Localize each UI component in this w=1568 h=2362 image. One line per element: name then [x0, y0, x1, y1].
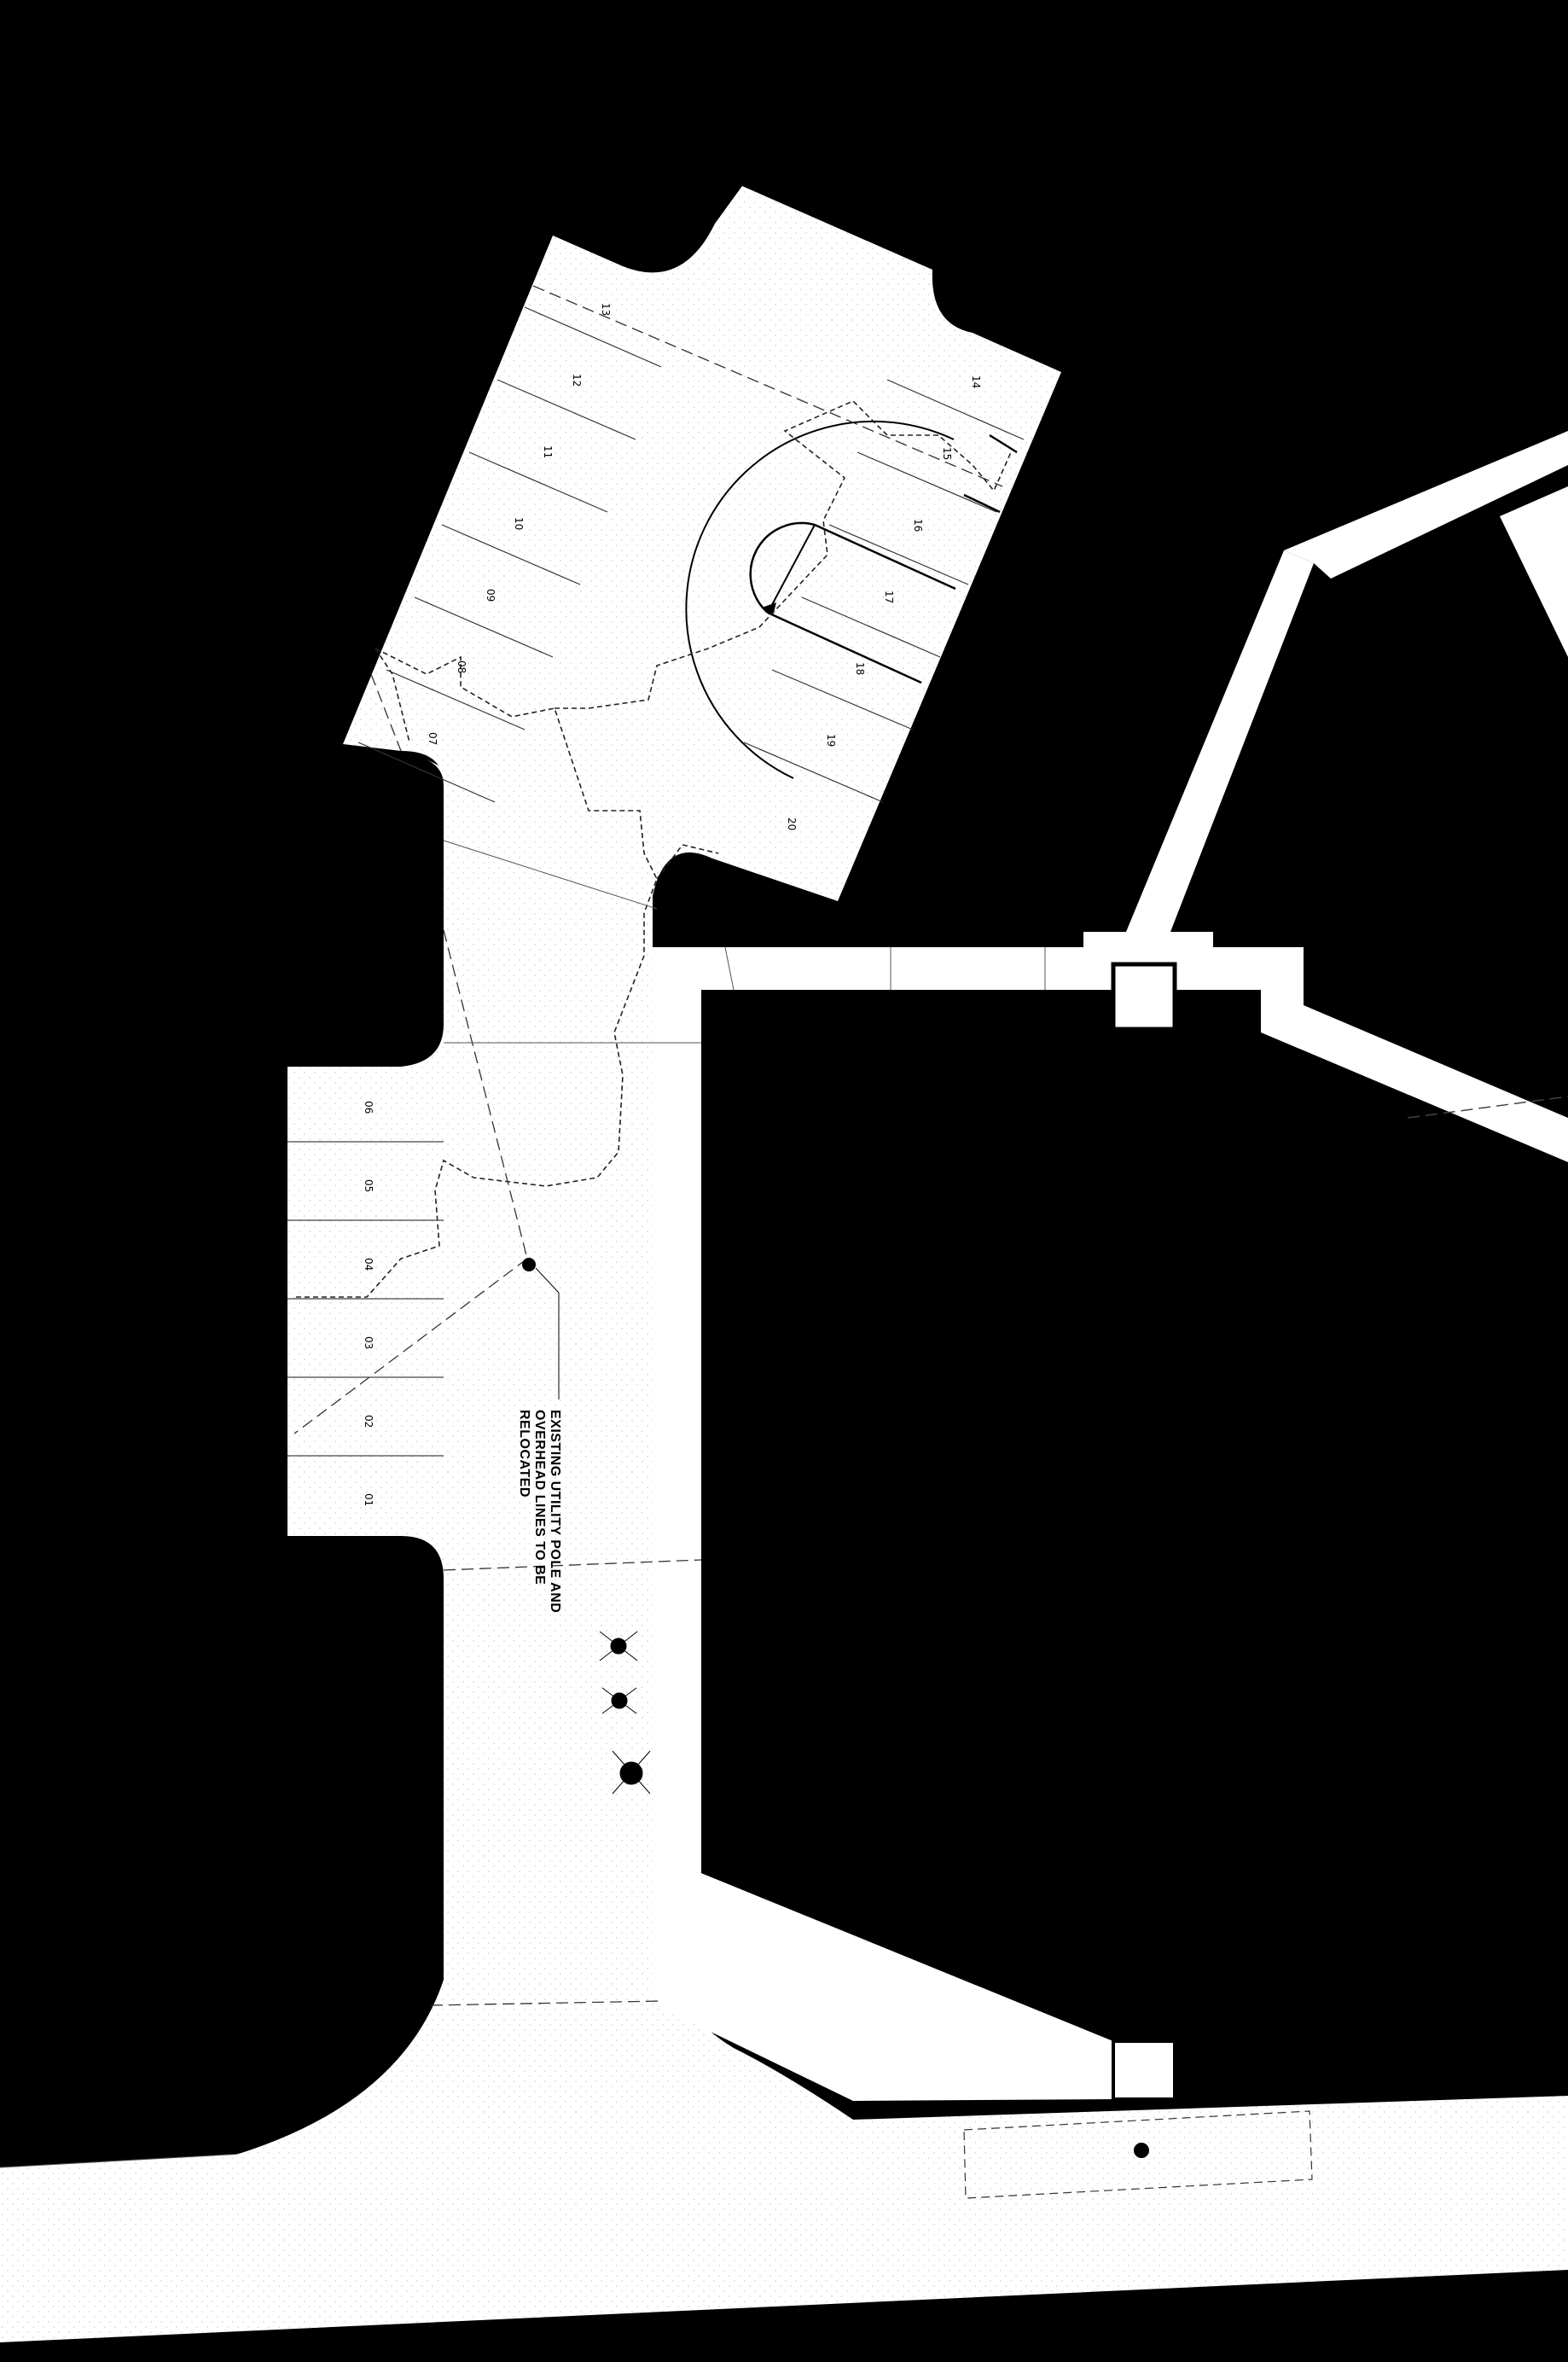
- stall-16: 16: [912, 519, 924, 532]
- stall-12: 12: [571, 374, 583, 387]
- survey-lines: [443, 840, 1046, 1044]
- upper-lot-stall-lines-right: [743, 379, 1025, 803]
- lower-lot-stall-lines: [287, 1141, 444, 1457]
- entry-pad-south: [1112, 2039, 1176, 2101]
- street-feature-outline: [963, 2110, 1313, 2199]
- tree-canopy-outline-2: [375, 648, 410, 743]
- lower-parking-lot: [287, 905, 653, 1579]
- upper-parking-lot: [343, 186, 1061, 901]
- stall-10: 10: [513, 517, 525, 530]
- stall-15: 15: [941, 447, 953, 460]
- tree-removal-icon-2: [601, 1687, 637, 1714]
- utility-note-line-1: EXISTING UTILITY POLE AND: [548, 1410, 562, 1613]
- stall-02: 02: [363, 1415, 375, 1428]
- upper-right-lot-corner: [1500, 486, 1568, 657]
- upper-lot-stall-numbers-left: 13 12 11 10 09 08 07: [427, 303, 612, 745]
- building-footprint: [701, 990, 1568, 2082]
- stall-07: 07: [427, 732, 438, 745]
- stall-17: 17: [883, 590, 895, 603]
- lower-lot-stall-numbers: 06 05 04 03 02 01: [363, 1101, 375, 1506]
- stall-03: 03: [363, 1336, 375, 1349]
- stall-04: 04: [363, 1258, 375, 1271]
- upper-lot-stall-lines-left: [357, 306, 662, 803]
- entry-pad-north: [1111, 962, 1177, 1032]
- stall-19: 19: [825, 734, 837, 747]
- street-pavement: [0, 2096, 1568, 2342]
- stall-11: 11: [542, 445, 554, 458]
- stall-08: 08: [456, 660, 467, 673]
- stall-13: 13: [600, 303, 612, 316]
- diagonal-walkway: [1126, 550, 1314, 932]
- stall-09: 09: [485, 589, 497, 602]
- tree-removal-icon-1: [599, 1631, 638, 1661]
- street-pole-icon: [1134, 2143, 1149, 2158]
- stall-20: 20: [786, 817, 798, 830]
- stall-18: 18: [854, 662, 866, 675]
- property-line-east: [1407, 1096, 1568, 1119]
- property-line-vertical: [370, 673, 402, 752]
- stall-01: 01: [363, 1493, 375, 1506]
- stall-06: 06: [363, 1101, 375, 1114]
- utility-note-line-2: OVERHEAD LINES TO BE: [532, 1410, 547, 1585]
- utility-leader-line: [535, 1267, 560, 1399]
- utility-note-line-3: RELOCATED: [517, 1410, 531, 1498]
- property-lines: [293, 285, 1003, 2006]
- trees-to-remove: [599, 1631, 651, 1795]
- tree-canopy-outline: [294, 400, 1012, 1298]
- stall-14: 14: [970, 375, 982, 388]
- upper-right-walkway: [1284, 431, 1568, 579]
- turning-path: [685, 420, 1018, 779]
- utility-note: EXISTING UTILITY POLE AND OVERHEAD LINES…: [517, 1410, 562, 1617]
- building-walkway: [653, 932, 1568, 2101]
- stall-05: 05: [363, 1179, 375, 1192]
- utility-pole-icon: [522, 1258, 536, 1271]
- tree-removal-icon-3: [612, 1750, 651, 1795]
- upper-lot-stall-numbers-right: 14 15 16 17 18 19 20: [786, 375, 982, 830]
